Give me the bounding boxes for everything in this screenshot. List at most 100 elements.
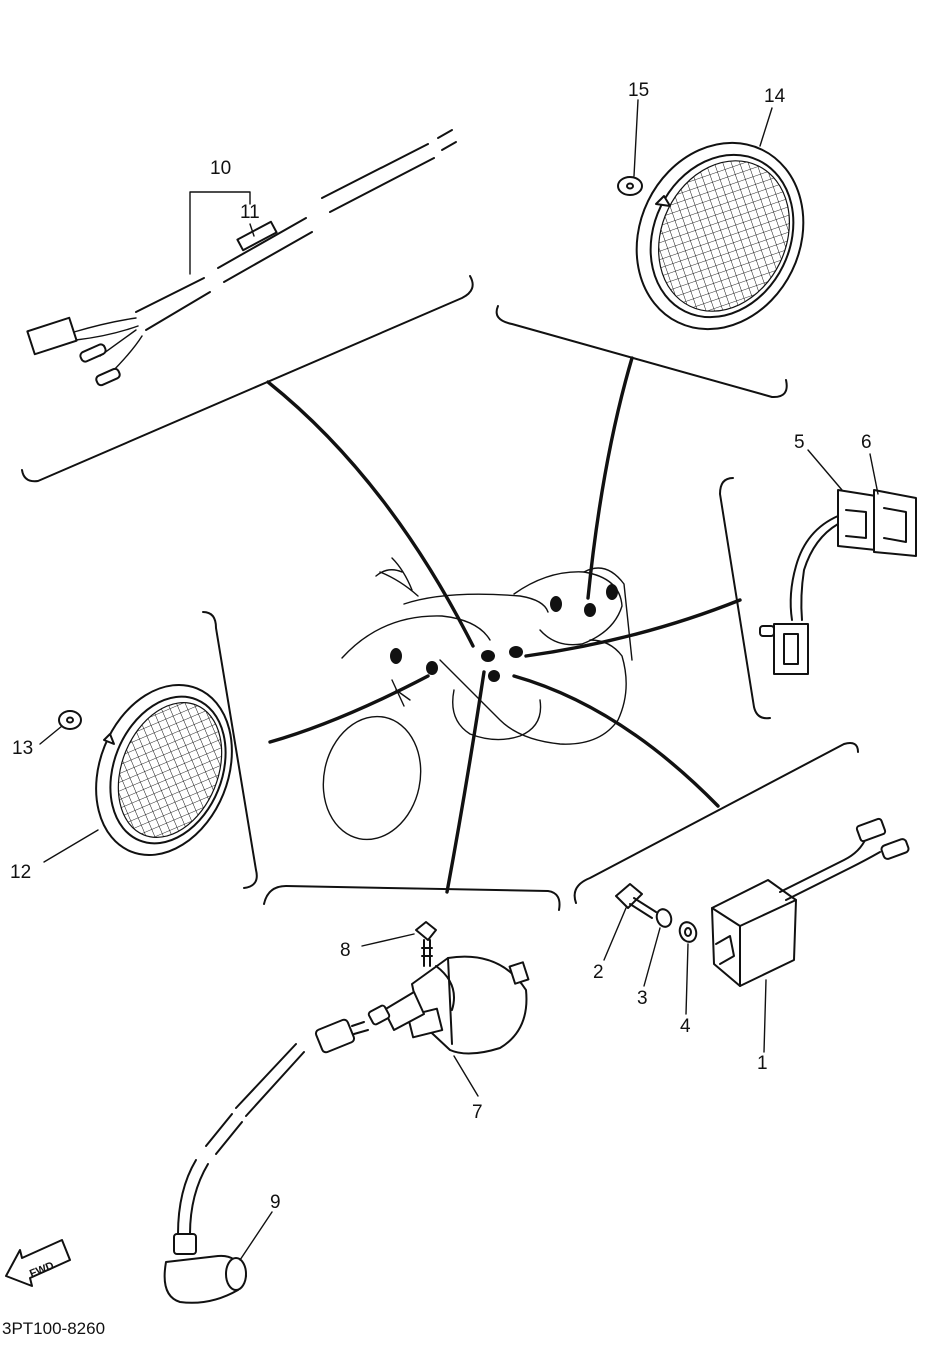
- rear-wheel: [322, 715, 422, 841]
- drawing-code: 3PT100-8260: [2, 1319, 105, 1338]
- leader-line-12: [43, 829, 99, 863]
- mount-dot-3: [481, 650, 495, 662]
- leader-line-3: [643, 927, 661, 987]
- ignition-coil-nub: [367, 1004, 391, 1026]
- fwd-arrow-icon: [5, 1239, 71, 1287]
- harness-tube-a: [135, 277, 211, 331]
- relay-assembly: [759, 449, 917, 675]
- relay-coupler-slot: [783, 633, 799, 665]
- bolt-8: [415, 921, 437, 941]
- harness-tube-b: [217, 217, 313, 283]
- bolt-2-shank: [629, 897, 657, 919]
- part-label-12: 12: [10, 862, 31, 883]
- washer-13-hole: [66, 716, 74, 724]
- harness-terminal-2: [95, 367, 121, 387]
- relay-wires: [789, 515, 839, 621]
- relay-6-body: [873, 489, 917, 557]
- fwd-direction-marker: FWD: [5, 1239, 71, 1287]
- relay-detail: [845, 507, 907, 543]
- harness-sleeve: [236, 220, 278, 252]
- reflector-lens: [117, 702, 223, 838]
- part-label-7: 7: [472, 1102, 483, 1123]
- cdi-wires: [779, 837, 881, 901]
- spark-plug-cap-end: [225, 1257, 247, 1291]
- leader-cdi: [512, 674, 720, 808]
- headlight-assembly: [617, 99, 805, 331]
- hv-lead-segment-4: [177, 1159, 209, 1235]
- harness-coupler: [26, 316, 78, 356]
- hv-lead-segment-2: [235, 1043, 305, 1117]
- part-label-14: 14: [764, 86, 786, 107]
- reflector-inner-rim: [109, 695, 227, 845]
- leader-line-6: [869, 453, 879, 495]
- front-fork: [583, 567, 633, 661]
- ignition-coil-neck: [383, 991, 425, 1031]
- bracket-cdi-unit: [573, 742, 859, 904]
- cdi-unit-top-edge: [711, 899, 797, 987]
- headlight-lens: [658, 160, 790, 312]
- headlight-tab: [655, 195, 671, 207]
- ignition-coil-assembly: [163, 921, 530, 1304]
- leader-harness: [266, 380, 475, 648]
- leader-reflector: [268, 674, 430, 744]
- ignition-coil-detail: [435, 957, 455, 1045]
- mount-dot-8: [606, 584, 618, 600]
- leader-line-7: [453, 1055, 479, 1097]
- frame-body: [439, 639, 627, 745]
- harness-terminal-1: [79, 343, 107, 363]
- hv-lead-segment-3: [205, 1113, 243, 1155]
- rear-fender: [341, 615, 491, 659]
- part-label-9: 9: [270, 1192, 281, 1213]
- cdi-unit-body: [711, 879, 797, 987]
- washer-15: [617, 176, 643, 196]
- leader-line-9: [239, 1211, 273, 1261]
- motorcycle-outline: [322, 557, 633, 841]
- relay-terminal: [759, 625, 775, 637]
- ignition-coil-tab: [508, 961, 530, 985]
- fuel-tank: [513, 571, 623, 646]
- harness-tube-tail: [437, 129, 457, 151]
- mount-dot-7: [584, 603, 596, 617]
- ignition-coil-body: [411, 955, 528, 1055]
- part-label-10: 10: [210, 158, 231, 179]
- group-brackets: [21, 275, 859, 911]
- leader-bracket-10: [189, 191, 251, 275]
- leader-lines: [266, 356, 742, 894]
- leader-line-5: [807, 449, 843, 491]
- engine: [452, 689, 542, 741]
- hv-lead-joint: [314, 1018, 356, 1054]
- handlebar: [375, 557, 419, 597]
- mount-dot-5: [488, 670, 500, 682]
- leader-line-8: [361, 933, 415, 947]
- harness-wires: [73, 317, 143, 377]
- rear-shock: [391, 679, 411, 707]
- bracket-headlight: [495, 305, 788, 399]
- part-label-6: 6: [861, 432, 872, 453]
- leader-line-11: [249, 223, 255, 237]
- part-label-3: 3: [637, 988, 648, 1009]
- reflector-assembly: [39, 683, 233, 863]
- plug-cap-collar: [173, 1233, 197, 1255]
- leader-line-2: [603, 907, 627, 961]
- part-label-5: 5: [794, 432, 805, 453]
- leader-coil: [445, 670, 486, 894]
- bolt-2: [615, 883, 643, 909]
- leader-headlight: [586, 356, 634, 600]
- cdi-assembly: [603, 817, 910, 1053]
- spring-washer-3: [655, 908, 673, 928]
- leader-relays: [524, 598, 742, 658]
- part-label-11: 11: [240, 202, 260, 223]
- leader-line-15: [633, 99, 639, 177]
- washer-13: [58, 710, 82, 730]
- washer-4: [678, 921, 698, 943]
- cdi-unit-clip: [715, 935, 735, 965]
- cdi-connector-1: [855, 817, 887, 843]
- leader-line-13: [39, 725, 63, 745]
- bolt-8-shank: [421, 939, 433, 967]
- bracket-wiring-harness: [21, 275, 474, 483]
- seat: [403, 593, 549, 613]
- mount-dot-6: [550, 596, 562, 612]
- washer-4-hole: [684, 927, 692, 937]
- relay-5-body: [837, 489, 877, 551]
